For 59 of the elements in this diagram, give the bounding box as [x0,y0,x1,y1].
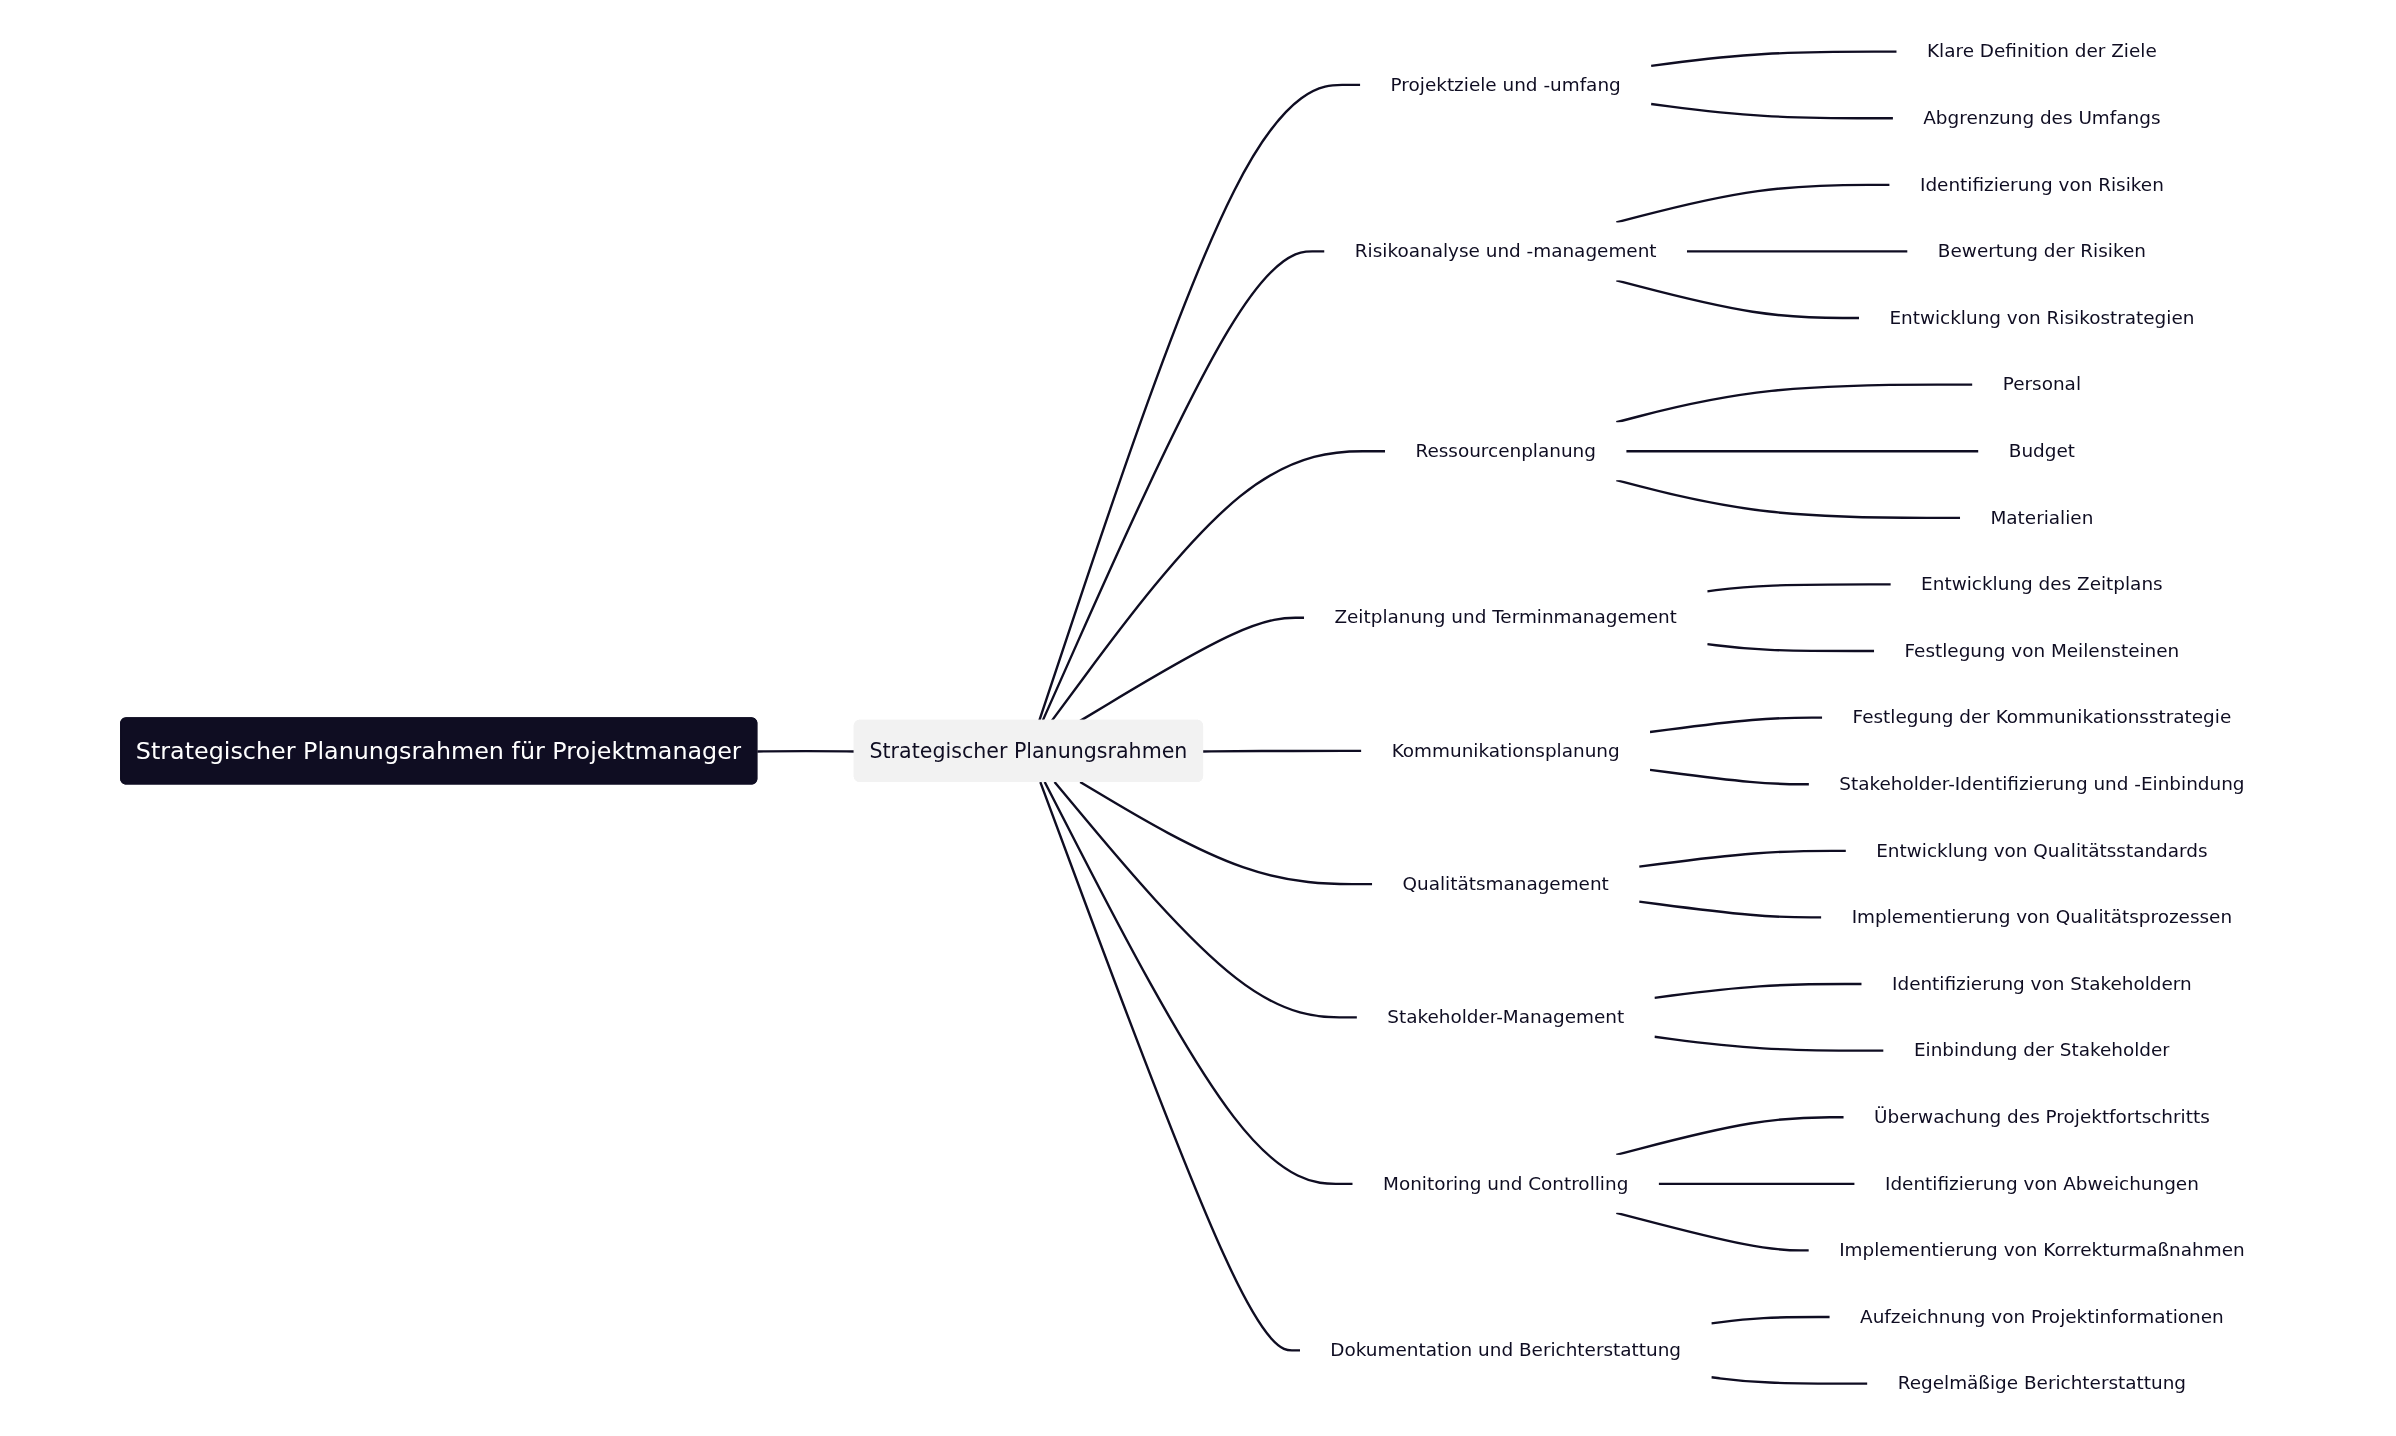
node-text: Implementierung von Korrekturmaßnahmen [1839,1239,2245,1261]
node-text: Monitoring und Controlling [1383,1172,1629,1195]
node-text: Festlegung von Meilensteinen [1904,639,2180,662]
node-text: Regelmäßige Berichterstattung [1897,1372,2187,1395]
node-text: Identifizierung von Stakeholdern [1892,972,2192,995]
connector [1050,450,1386,722]
connector [1038,84,1361,722]
node-text: Entwicklung von Qualitätsstandards [1876,839,2208,862]
connector [1654,983,1862,1000]
connector [1651,103,1894,120]
connector [1616,279,1860,320]
connector [1626,450,1979,453]
node-text: Kommunikationsplanung [1391,739,1620,762]
connector [1707,643,1875,653]
node-text: Qualitätsmanagement [1402,872,1610,895]
connector [1616,184,1890,224]
connector [1043,781,1353,1186]
node-text: Identifizierung von Abweichungen [1885,1172,2199,1195]
node-text: Klare Definition der Ziele [1927,40,2157,63]
node-text: Entwicklung von Risikostrategien [1889,306,2195,329]
connector [1654,1036,1884,1053]
node-text: Dokumentation und Berichterstattung [1330,1339,1682,1361]
connector [1711,1376,1868,1386]
node-text: Personal [2002,373,2082,396]
node-text: Stakeholder-Identifizierung und -Einbindung [1839,772,2245,795]
connector [1687,250,1908,253]
node-text: Einbindung der Stakeholder [1914,1039,2171,1062]
node-text: Materialien [1990,506,2094,529]
connector [1616,383,1973,424]
node-text: Überwachung des Projektfortschritts [1874,1105,2210,1128]
node-text: Identifizierung von Risiken [1920,173,2164,196]
connector [1041,250,1325,722]
connector [1651,50,1897,68]
connector [1616,1116,1844,1157]
connector [1707,583,1891,593]
node-text: Festlegung der Kommunikationsstrategie [1852,706,2232,729]
node-text: Zeitplanung und Terminmanagement [1334,606,1678,629]
connector [1650,716,1823,734]
connector [1650,769,1810,786]
node-text: Abgrenzung des Umfangs [1923,106,2161,129]
connector [1616,1212,1809,1252]
connector [1639,850,1847,869]
connector [1053,781,1358,1019]
node-text: Ressourcenplanung [1415,439,1597,462]
connector [1039,782,1301,1352]
node-text: Budget [2008,439,2076,462]
node-text: Projektziele und -umfang [1390,73,1621,96]
node-text: Entwicklung des Zeitplans [1921,573,2163,595]
node-text: Bewertung der Risiken [1938,240,2147,262]
connector [1711,1316,1830,1325]
node-text: Implementierung von Qualitätsprozessen [1851,906,2233,928]
connector [1639,900,1822,919]
connector [1658,1183,1855,1186]
node-text: Risikoanalyse und -management [1354,240,1657,262]
node-text: Aufzeichnung von Projektinformationen [1860,1305,2224,1328]
connector [1079,781,1373,886]
node-text: Stakeholder-Management [1387,1006,1625,1028]
connector [1616,479,1961,520]
connector [1203,750,1362,754]
